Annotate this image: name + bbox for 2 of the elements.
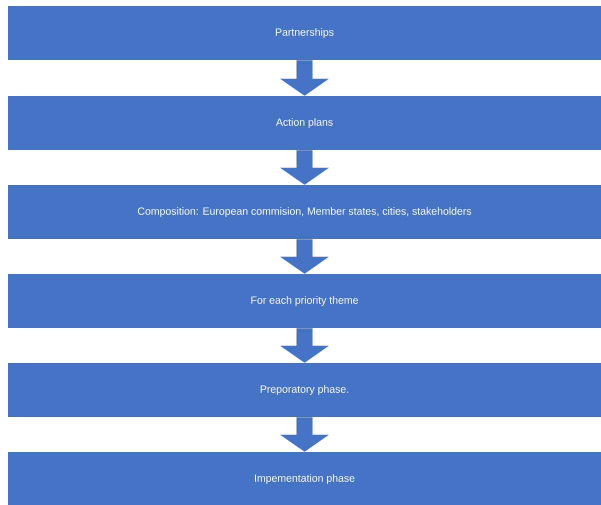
process-box: Partnerships <box>8 6 601 60</box>
process-box: Impementation phase <box>8 452 601 505</box>
